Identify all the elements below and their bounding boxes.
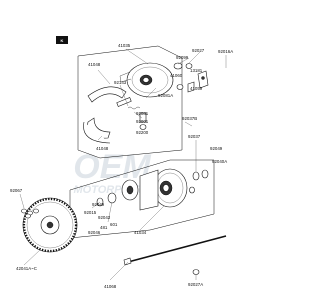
brake-panel-assembly (77, 45, 209, 159)
label-92001: 92001 (136, 119, 149, 124)
label-92040a: 92040A (212, 159, 227, 164)
nut-92099 (185, 63, 193, 69)
label-41068: 41068 (104, 284, 117, 289)
rear-hub-assembly (21, 159, 227, 275)
watermark-main: OEM (73, 148, 151, 186)
seal-92081a (176, 84, 184, 90)
label-92099: 92099 (176, 55, 189, 60)
label-92016a: 92016A (218, 49, 233, 54)
label-92043: 92043 (98, 215, 111, 220)
label-481: 481 (100, 225, 108, 230)
wear-indicator (187, 81, 195, 93)
part-labels: 41035 92027 92099 92016A 41048 92143 410… (10, 43, 233, 289)
upper-group-outline (77, 45, 183, 159)
nuts-92015 (21, 208, 39, 219)
label-41060: 41060 (170, 73, 183, 78)
label-92081: 92081 (136, 111, 149, 116)
washer-92040a (189, 186, 195, 194)
seal-92049b (201, 169, 209, 179)
label-41035: 41035 (118, 43, 131, 48)
label-92067: 92067 (10, 188, 23, 193)
collar-92037 (192, 171, 200, 181)
leader-lines (19, 48, 227, 281)
label-41048-upper: 41048 (88, 62, 101, 67)
label-92027: 92027 (192, 48, 205, 53)
pin-92200 (139, 124, 147, 130)
label-92027a: 92027A (188, 282, 203, 287)
brake-cam (116, 97, 132, 107)
rear-axle-41068 (127, 235, 227, 263)
watermark: OEM MOTORPARTS (73, 148, 151, 196)
label-41048-lower: 41048 (96, 146, 109, 151)
label-92200: 92200 (136, 130, 149, 135)
label-41059: 41059 (190, 86, 203, 91)
label-13181: 13181 (190, 68, 203, 73)
label-601: 601 (110, 222, 118, 227)
svg-text:K: K (61, 38, 64, 43)
hub-drum (139, 169, 159, 211)
label-92015: 92015 (84, 210, 97, 215)
brake-shoe-upper (87, 86, 127, 103)
label-92049b: 92049 (92, 202, 105, 207)
label-92143: 92143 (114, 80, 127, 85)
washer-92027 (173, 62, 183, 70)
axle-nut-92027a (192, 269, 200, 275)
label-92046: 92046 (88, 230, 101, 235)
sprocket-teeth (22, 197, 78, 253)
exploded-parts-diagram: K OEM MOTORPARTS (10, 36, 233, 289)
label-92037: 92037 (188, 134, 201, 139)
bolt-92001 (139, 112, 147, 123)
bearing-601 (107, 192, 117, 204)
kawasaki-logo: K (56, 36, 68, 44)
label-92049: 92049 (210, 146, 223, 151)
label-92081a: 92081A (158, 93, 173, 98)
spring-92143 (127, 106, 141, 110)
label-42041a: 42041A~C (16, 266, 37, 271)
label-41034: 41034 (134, 230, 147, 235)
label-92037b: 92037B (182, 116, 197, 121)
